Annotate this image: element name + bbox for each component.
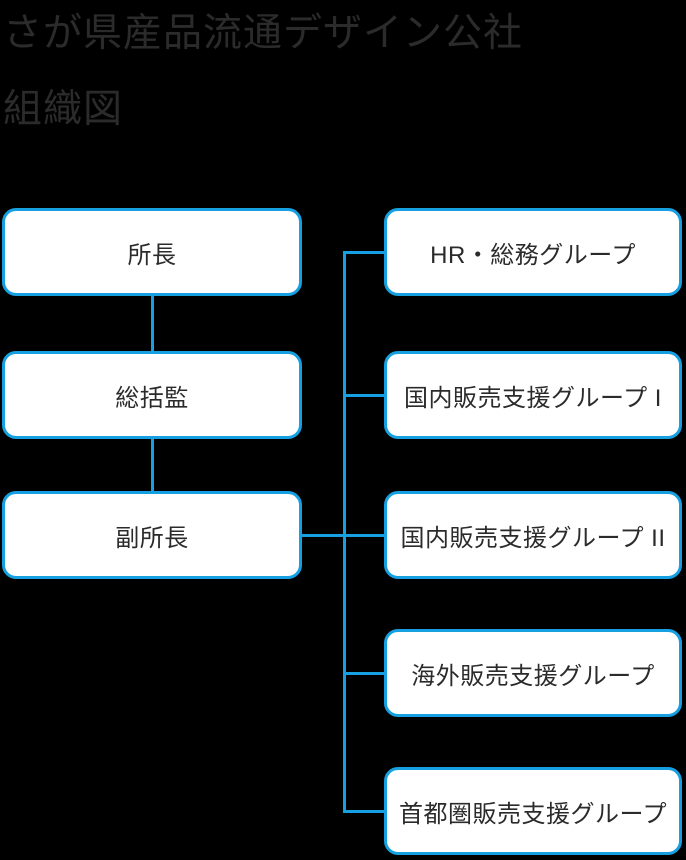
node-metropolitan-sales-support-group: 首都圏販売支援グループ: [384, 767, 682, 855]
page-subtitle: 組織図: [3, 88, 124, 131]
connector-stub-metropolitan: [343, 810, 384, 813]
connector-stub-hr-group: [343, 251, 384, 254]
node-domestic-sales-support-group-1: 国内販売支援グループ I: [384, 351, 682, 439]
node-deputy-director: 副所長: [2, 491, 302, 579]
node-domestic-sales-support-group-2-label: 国内販売支援グループ II: [400, 524, 666, 552]
connector-trunk: [343, 251, 346, 813]
page-title: さが県産品流通デザイン公社: [3, 12, 524, 55]
connector-director-supervisor: [151, 296, 154, 351]
node-domestic-sales-support-group-1-label: 国内販売支援グループ I: [404, 384, 662, 412]
node-general-supervisor: 総括監: [2, 351, 302, 439]
node-director-label: 所長: [127, 241, 177, 269]
node-overseas-sales-support-group-label: 海外販売支援グループ: [411, 662, 655, 690]
node-hr-general-affairs-group: HR・総務グループ: [384, 208, 682, 296]
node-overseas-sales-support-group: 海外販売支援グループ: [384, 629, 682, 717]
connector-supervisor-deputy: [151, 439, 154, 491]
node-metropolitan-sales-support-group-label: 首都圏販売支援グループ: [398, 800, 668, 828]
node-general-supervisor-label: 総括監: [115, 384, 189, 412]
node-director: 所長: [2, 208, 302, 296]
connector-stub-overseas: [343, 672, 384, 675]
node-domestic-sales-support-group-2: 国内販売支援グループ II: [384, 491, 682, 579]
connector-stub-domestic-1: [343, 394, 384, 397]
node-deputy-director-label: 副所長: [115, 524, 189, 552]
node-hr-general-affairs-group-label: HR・総務グループ: [430, 241, 636, 269]
